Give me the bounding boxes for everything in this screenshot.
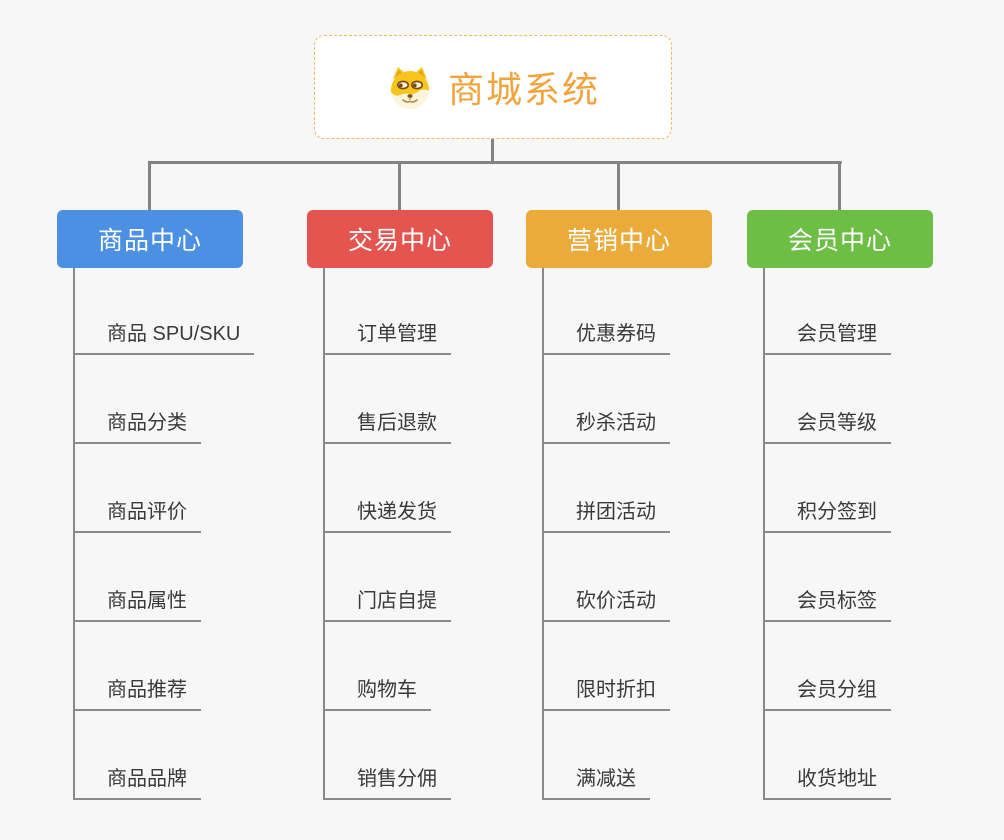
- branch-node-0[interactable]: 商品中心: [57, 210, 243, 268]
- child-node[interactable]: 满减送: [544, 762, 650, 800]
- child-slot: 拼团活动: [544, 444, 786, 533]
- child-node[interactable]: 门店自提: [325, 584, 451, 622]
- child-slot: 会员分组: [765, 622, 1004, 711]
- child-node[interactable]: 秒杀活动: [544, 406, 670, 444]
- child-slot: 收货地址: [765, 711, 1004, 800]
- connector-drop: [398, 161, 401, 210]
- child-node[interactable]: 售后退款: [325, 406, 451, 444]
- child-node[interactable]: 商品 SPU/SKU: [75, 317, 255, 355]
- branch-node-2[interactable]: 营销中心: [526, 210, 712, 268]
- child-node[interactable]: 会员管理: [765, 317, 891, 355]
- child-slot: 购物车: [325, 622, 567, 711]
- child-slot: 订单管理: [325, 268, 567, 355]
- child-node[interactable]: 收货地址: [765, 762, 891, 800]
- branch-column: 会员中心 会员管理 会员等级 积分签到 会员标签 会员分组 收货地址: [747, 210, 1004, 800]
- child-node[interactable]: 砍价活动: [544, 584, 670, 622]
- branch-children: 订单管理 售后退款 快递发货 门店自提 购物车 销售分佣: [323, 268, 567, 800]
- branch-node-1[interactable]: 交易中心: [307, 210, 493, 268]
- child-node[interactable]: 会员分组: [765, 673, 891, 711]
- child-slot: 限时折扣: [544, 622, 786, 711]
- child-node[interactable]: 订单管理: [325, 317, 451, 355]
- child-node[interactable]: 快递发货: [325, 495, 451, 533]
- child-slot: 优惠券码: [544, 268, 786, 355]
- child-node[interactable]: 购物车: [325, 673, 431, 711]
- branch-children: 优惠券码 秒杀活动 拼团活动 砍价活动 限时折扣 满减送: [542, 268, 786, 800]
- child-slot: 商品属性: [75, 533, 317, 622]
- child-slot: 会员等级: [765, 355, 1004, 444]
- child-node[interactable]: 商品分类: [75, 406, 201, 444]
- connector-drop: [148, 161, 151, 210]
- root-node[interactable]: 商城系统: [314, 35, 672, 139]
- branch-children: 会员管理 会员等级 积分签到 会员标签 会员分组 收货地址: [763, 268, 1004, 800]
- child-slot: 门店自提: [325, 533, 567, 622]
- child-node[interactable]: 商品属性: [75, 584, 201, 622]
- root-title: 商城系统: [447, 69, 600, 110]
- child-slot: 满减送: [544, 711, 786, 800]
- connector-trunk: [148, 161, 842, 164]
- branch-children: 商品 SPU/SKU 商品分类 商品评价 商品属性 商品推荐 商品品牌: [73, 268, 317, 800]
- branch-node-3[interactable]: 会员中心: [747, 210, 933, 268]
- connector-drop: [838, 161, 841, 210]
- child-slot: 售后退款: [325, 355, 567, 444]
- connector-drop: [617, 161, 620, 210]
- child-slot: 商品品牌: [75, 711, 317, 800]
- child-node[interactable]: 销售分佣: [325, 762, 451, 800]
- child-node[interactable]: 限时折扣: [544, 673, 670, 711]
- child-slot: 快递发货: [325, 444, 567, 533]
- child-node[interactable]: 商品品牌: [75, 762, 201, 800]
- child-slot: 秒杀活动: [544, 355, 786, 444]
- connector-root-stem: [491, 139, 494, 164]
- child-node[interactable]: 商品推荐: [75, 673, 201, 711]
- child-node[interactable]: 会员等级: [765, 406, 891, 444]
- child-slot: 积分签到: [765, 444, 1004, 533]
- child-node[interactable]: 拼团活动: [544, 495, 670, 533]
- branch-column: 交易中心 订单管理 售后退款 快递发货 门店自提 购物车 销售分佣: [307, 210, 567, 800]
- child-node[interactable]: 会员标签: [765, 584, 891, 622]
- doge-icon: [390, 67, 429, 109]
- child-slot: 商品评价: [75, 444, 317, 533]
- child-slot: 商品 SPU/SKU: [75, 268, 317, 355]
- child-node[interactable]: 优惠券码: [544, 317, 670, 355]
- child-slot: 会员管理: [765, 268, 1004, 355]
- child-slot: 商品分类: [75, 355, 317, 444]
- branch-column: 商品中心 商品 SPU/SKU 商品分类 商品评价 商品属性 商品推荐 商品品牌: [57, 210, 317, 800]
- child-slot: 销售分佣: [325, 711, 567, 800]
- child-slot: 商品推荐: [75, 622, 317, 711]
- branch-column: 营销中心 优惠券码 秒杀活动 拼团活动 砍价活动 限时折扣 满减送: [526, 210, 786, 800]
- child-slot: 砍价活动: [544, 533, 786, 622]
- child-slot: 会员标签: [765, 533, 1004, 622]
- child-node[interactable]: 积分签到: [765, 495, 891, 533]
- child-node[interactable]: 商品评价: [75, 495, 201, 533]
